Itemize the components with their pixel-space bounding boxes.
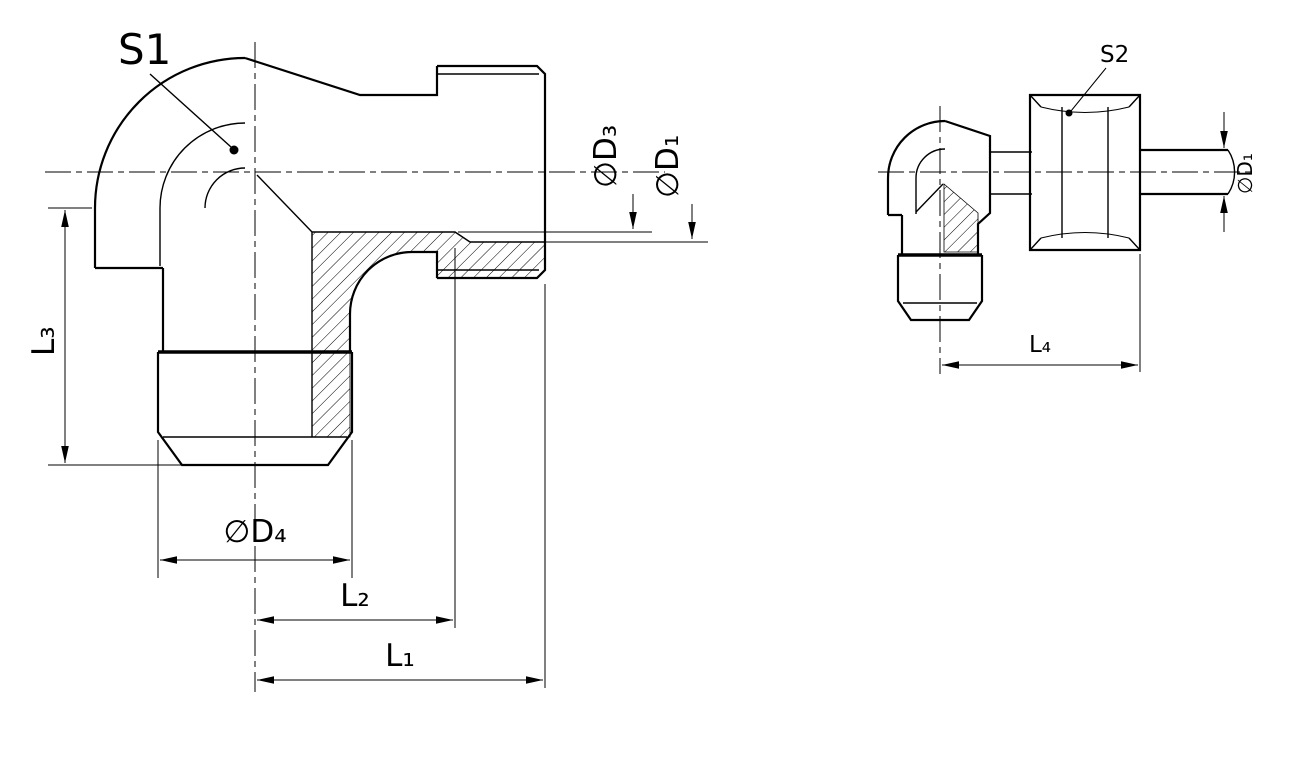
right-bore-corner-line xyxy=(915,183,944,213)
thread-block xyxy=(156,352,354,467)
extension-lines xyxy=(48,207,708,688)
s1-label: S1 xyxy=(118,25,171,74)
right-section-hatch xyxy=(943,183,979,253)
right-dimensions: L₄ ∅D₁ xyxy=(942,112,1257,372)
stud-thread-root-lines xyxy=(437,73,539,271)
l4-label: L₄ xyxy=(1029,332,1051,358)
bore-bend-arc xyxy=(204,167,246,209)
right-outer-bend-arc xyxy=(886,119,946,179)
l3-label: L₃ xyxy=(26,326,62,356)
nut-corner-chamfers xyxy=(1029,94,1141,251)
l2-label: L₂ xyxy=(340,578,370,614)
right-view: S2 L₄ ∅D₁ xyxy=(878,42,1257,374)
l1-label: L₁ xyxy=(385,638,415,674)
stud-lower-face-and-fillet xyxy=(348,250,439,352)
s2-label: S2 xyxy=(1100,42,1129,68)
s2-leader-dot xyxy=(1065,109,1073,117)
tube-end-arc xyxy=(1227,149,1236,195)
outer-bend-arc xyxy=(93,56,246,209)
left-edge-and-shoulder xyxy=(93,208,165,352)
nut-hex-flat-lines xyxy=(1061,107,1109,238)
right-body-outline xyxy=(886,93,1236,322)
section-hatch xyxy=(311,231,546,438)
right-inner-bend-arc xyxy=(915,148,946,214)
right-left-edge-and-shoulder xyxy=(886,178,904,255)
s2-leader-line xyxy=(1070,67,1107,112)
s1-leader-line xyxy=(149,73,232,148)
s1-callout: S1 xyxy=(118,25,239,155)
d1-label: ∅D₁ xyxy=(650,135,686,198)
s1-leader-dot xyxy=(229,145,239,155)
stud-into-nut-lines xyxy=(990,151,1032,195)
left-dimensions: L₃ ∅D₄ L₂ L₁ ∅D₃ ∅D₁ xyxy=(26,125,708,688)
right-d1-label: ∅D₁ xyxy=(1233,153,1257,194)
left-view: S1 L₃ ∅D₄ L₂ L₁ ∅D₃ ∅D₁ xyxy=(26,25,708,692)
d3-label: ∅D₃ xyxy=(588,125,624,188)
top-edge xyxy=(244,56,439,97)
bore-corner-line xyxy=(256,174,313,233)
tube-outline xyxy=(1140,148,1228,196)
s2-callout: S2 xyxy=(1065,42,1129,117)
inner-bend-arc xyxy=(159,122,246,266)
right-thread-block xyxy=(896,255,984,322)
nut-chamfer-arcs xyxy=(1040,106,1130,239)
stud-outline xyxy=(437,64,547,280)
d4-label: ∅D₄ xyxy=(223,514,286,550)
right-top-edge-and-face xyxy=(944,119,992,255)
